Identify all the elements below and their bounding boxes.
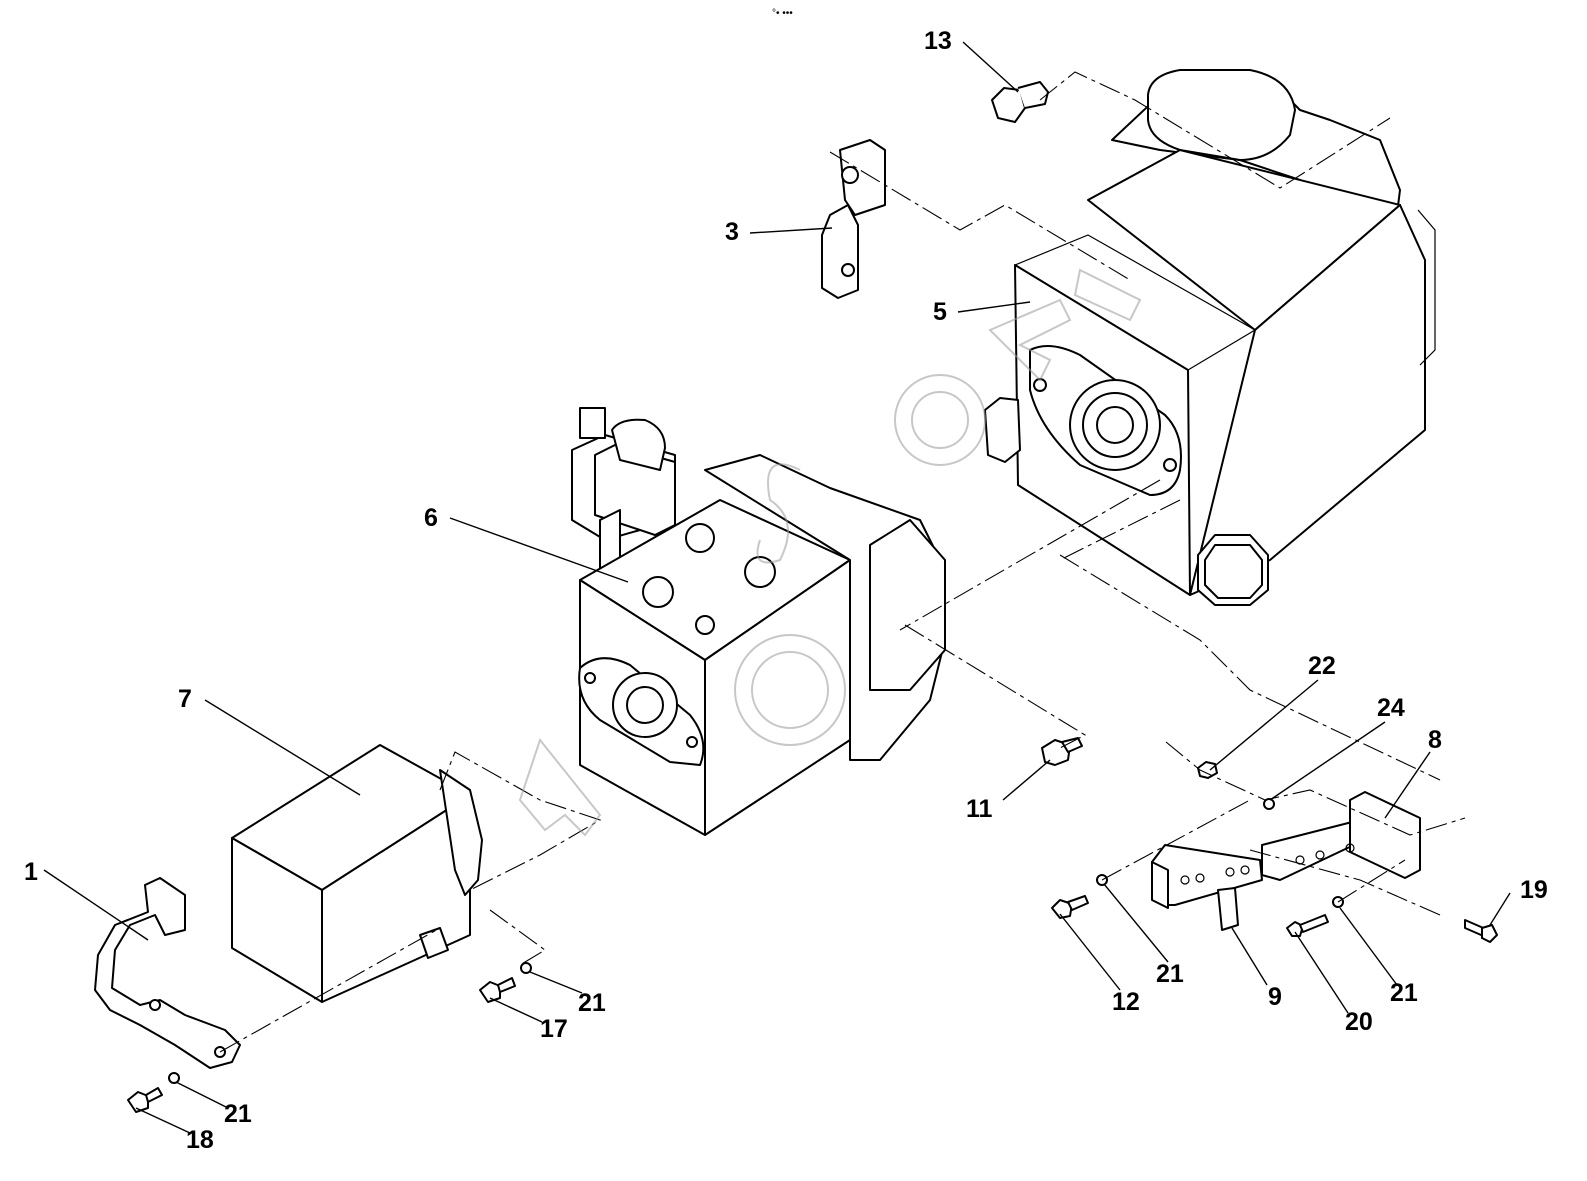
callout-17: 17 <box>540 1015 568 1043</box>
watermark-logo <box>518 268 1142 837</box>
callout-5: 5 <box>933 298 947 326</box>
bracket-9 <box>1151 844 1263 931</box>
bolt-18 <box>127 1087 163 1113</box>
bracket-3 <box>821 139 886 299</box>
callout-18: 18 <box>186 1126 214 1154</box>
pump-assembly-5 <box>984 69 1436 606</box>
bolt-12 <box>1051 895 1089 919</box>
callout-6: 6 <box>424 504 438 532</box>
assembly-centerlines <box>219 71 1466 1053</box>
callout-3: 3 <box>725 218 739 246</box>
screw-20 <box>1286 914 1329 937</box>
bolt-13 <box>991 81 1049 123</box>
screw-19 <box>1464 919 1498 943</box>
callout-1: 1 <box>24 858 38 886</box>
callout-labels: 13 3 5 6 7 1 11 22 24 8 19 21 20 9 21 12… <box>24 27 1548 1154</box>
callout-9: 9 <box>1268 983 1282 1011</box>
callout-21-bottom: 21 <box>224 1100 252 1128</box>
callout-11: 11 <box>966 795 993 823</box>
plate-8 <box>1261 791 1421 881</box>
bolt-17 <box>479 977 516 1003</box>
callout-21-left: 21 <box>578 989 606 1017</box>
callout-13: 13 <box>924 27 952 55</box>
callout-21-mid: 21 <box>1156 960 1184 988</box>
callout-19: 19 <box>1520 876 1548 904</box>
cover-7 <box>231 744 483 1003</box>
washer-21-bottom <box>168 1072 180 1084</box>
top-mark: °• ••• <box>772 8 793 19</box>
callout-22: 22 <box>1308 652 1336 680</box>
washer-24 <box>1263 798 1275 810</box>
washer-21-left <box>520 962 532 974</box>
callout-12: 12 <box>1112 988 1140 1016</box>
bracket-1 <box>94 877 241 1069</box>
nut-22 <box>1197 761 1218 779</box>
callout-20: 20 <box>1345 1008 1373 1036</box>
pump-assembly-6 <box>571 407 946 836</box>
callout-8: 8 <box>1428 726 1442 754</box>
callout-21-right: 21 <box>1390 979 1418 1007</box>
callout-7: 7 <box>178 685 192 713</box>
callout-24: 24 <box>1377 694 1405 722</box>
leader-lines <box>43 41 1511 1134</box>
